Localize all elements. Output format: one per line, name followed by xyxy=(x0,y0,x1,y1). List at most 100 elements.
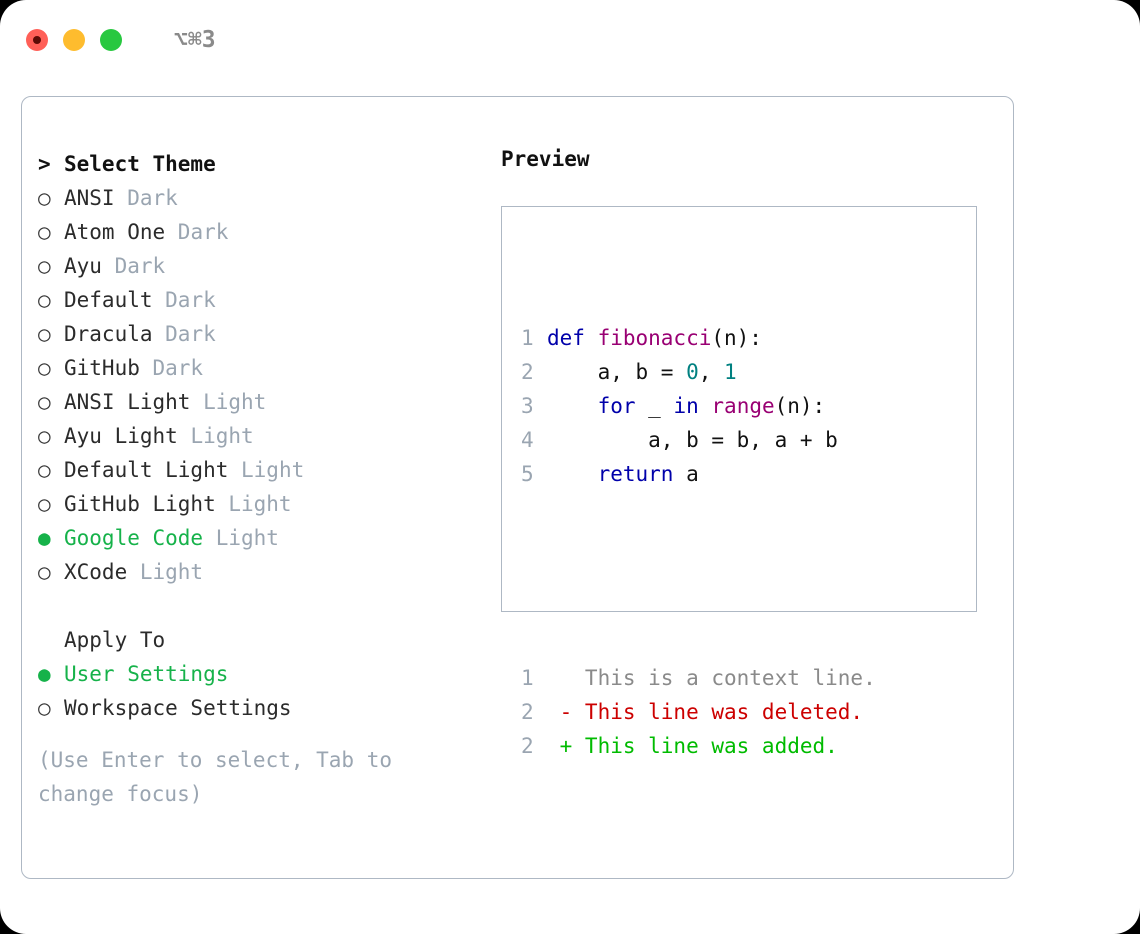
code-token-kw xyxy=(547,462,598,486)
code-token-pl: a, b = xyxy=(547,360,687,384)
code-line: 2 a, b = 0, 1 xyxy=(521,355,876,389)
theme-item-label: Ayu xyxy=(64,254,102,278)
radio-unselected-icon: ○ xyxy=(38,457,51,482)
theme-item-label: XCode xyxy=(64,560,128,584)
diff-separator xyxy=(521,559,876,593)
code-line: 5 return a xyxy=(521,457,876,491)
theme-item-label: Dracula xyxy=(64,322,153,346)
content-panel: > Select Theme ○ANSI Dark○Atom One Dark○… xyxy=(21,96,1014,879)
theme-item-ansi[interactable]: ○ANSI Dark xyxy=(38,181,488,215)
theme-item-github-light[interactable]: ○GitHub Light Light xyxy=(38,487,488,521)
code-line: 4 a, b = b, a + b xyxy=(521,423,876,457)
theme-item-variant: Light xyxy=(228,458,305,482)
radio-unselected-icon: ○ xyxy=(38,491,51,516)
apply-to-option-user-settings[interactable]: ●User Settings xyxy=(38,657,488,691)
code-token-num: 0 xyxy=(686,360,699,384)
keyboard-hint-text: (Use Enter to select, Tab to change focu… xyxy=(38,748,405,806)
code-token-pl: (n): xyxy=(711,326,762,350)
title-bar: ⌥⌘3 xyxy=(0,0,1140,80)
theme-item-ayu-light[interactable]: ○ Ayu Light Light xyxy=(38,419,488,453)
theme-item-variant: Dark xyxy=(114,186,178,210)
theme-item-label: Ayu Light xyxy=(64,424,178,448)
code-line-number: 2 xyxy=(521,360,534,384)
theme-item-default-light[interactable]: ○Default Light Light xyxy=(38,453,488,487)
diff-lines: 1 This is a context line.2 - This line w… xyxy=(521,661,876,763)
zoom-button[interactable] xyxy=(100,29,122,51)
diff-line: 1 This is a context line. xyxy=(521,661,876,695)
apply-to-title: Apply To xyxy=(64,628,166,652)
minimize-button[interactable] xyxy=(63,29,85,51)
theme-item-variant: Light xyxy=(127,560,204,584)
code-token-pl xyxy=(699,394,712,418)
code-token-num: 1 xyxy=(724,360,737,384)
theme-item-label: Default xyxy=(64,288,153,312)
theme-item-ansi-light[interactable]: ○ ANSI Light Light xyxy=(38,385,488,419)
close-button[interactable] xyxy=(26,29,48,51)
code-line-text: a, b = b, a + b xyxy=(547,423,838,457)
theme-item-dracula[interactable]: ○Dracula Dark xyxy=(38,317,488,351)
theme-item-xcode[interactable]: ○XCode Light xyxy=(38,555,488,589)
theme-item-label: Google Code xyxy=(64,526,204,550)
theme-item-variant: Light xyxy=(203,526,279,550)
theme-item-label: ANSI xyxy=(64,186,115,210)
diff-line-number: 2 xyxy=(521,700,534,724)
code-token-pl: a xyxy=(673,462,699,486)
prompt-caret-icon: > xyxy=(38,151,51,176)
preview-title: Preview xyxy=(501,147,590,171)
theme-item-github[interactable]: ○GitHub Dark xyxy=(38,351,488,385)
diff-line-number: 1 xyxy=(521,666,534,690)
radio-unselected-icon: ○ xyxy=(38,389,51,414)
theme-item-default[interactable]: ○Default Dark xyxy=(38,283,488,317)
code-token-pl: , xyxy=(698,360,725,384)
code-line-number: 4 xyxy=(521,428,534,452)
theme-item-label: Atom One xyxy=(64,220,166,244)
apply-to-option-workspace-settings[interactable]: ○Workspace Settings xyxy=(38,691,488,725)
radio-unselected-icon: ○ xyxy=(38,423,51,448)
apply-to-option-label: User Settings xyxy=(64,662,229,686)
code-line-number: 3 xyxy=(521,394,534,418)
page-title: Select Theme xyxy=(64,152,216,176)
code-line-text: a, b = 0, 1 xyxy=(547,355,737,389)
radio-unselected-icon: ○ xyxy=(38,287,51,312)
theme-item-variant: Dark xyxy=(101,254,166,278)
code-line-text: for _ in range(n): xyxy=(547,389,826,423)
code-line-number: 5 xyxy=(521,462,534,486)
radio-selected-icon: ● xyxy=(38,525,51,550)
list-spacer xyxy=(38,589,488,623)
code-token-kw: return xyxy=(597,462,674,486)
theme-item-google-code[interactable]: ● Google Code Light xyxy=(38,521,488,555)
code-line: 3 for _ in range(n): xyxy=(521,389,876,423)
theme-item-ayu[interactable]: ○ Ayu Dark xyxy=(38,249,488,283)
code-token-fn: range xyxy=(711,394,775,418)
diff-line-number: 2 xyxy=(521,734,534,758)
traffic-lights xyxy=(26,29,122,51)
code-line-text: def fibonacci(n): xyxy=(547,321,762,355)
theme-item-variant: Light xyxy=(190,390,267,414)
diff-line-text: - This line was deleted. xyxy=(547,700,864,724)
theme-item-label: ANSI Light xyxy=(64,390,191,414)
diff-line: 2 + This line was added. xyxy=(521,729,876,763)
code-token-pl: a, b = b, a + b xyxy=(547,428,838,452)
diff-line: 2 - This line was deleted. xyxy=(521,695,876,729)
code-line: 1 def fibonacci(n): xyxy=(521,321,876,355)
code-line-number: 1 xyxy=(521,326,534,350)
theme-list: ○ANSI Dark○Atom One Dark○Ayu Dark○Defaul… xyxy=(38,181,488,589)
apply-to-option-label: Workspace Settings xyxy=(64,696,292,720)
theme-item-variant: Light xyxy=(177,424,254,448)
theme-item-variant: Dark xyxy=(139,356,204,380)
diff-line-text: This is a context line. xyxy=(547,666,876,690)
apply-to-options: ●User Settings○Workspace Settings xyxy=(38,657,488,725)
radio-unselected-icon: ○ xyxy=(38,355,51,380)
keyboard-shortcut-label: ⌥⌘3 xyxy=(174,27,216,53)
diff-line-text: + This line was added. xyxy=(547,734,838,758)
theme-item-variant: Dark xyxy=(165,220,229,244)
code-token-pl xyxy=(547,394,598,418)
radio-unselected-icon: ○ xyxy=(38,253,51,278)
theme-picker-column: > Select Theme ○ANSI Dark○Atom One Dark○… xyxy=(38,147,488,811)
code-token-fn: fibonacci xyxy=(597,326,712,350)
theme-item-label: GitHub Light xyxy=(64,492,216,516)
theme-item-atom-one[interactable]: ○Atom One Dark xyxy=(38,215,488,249)
